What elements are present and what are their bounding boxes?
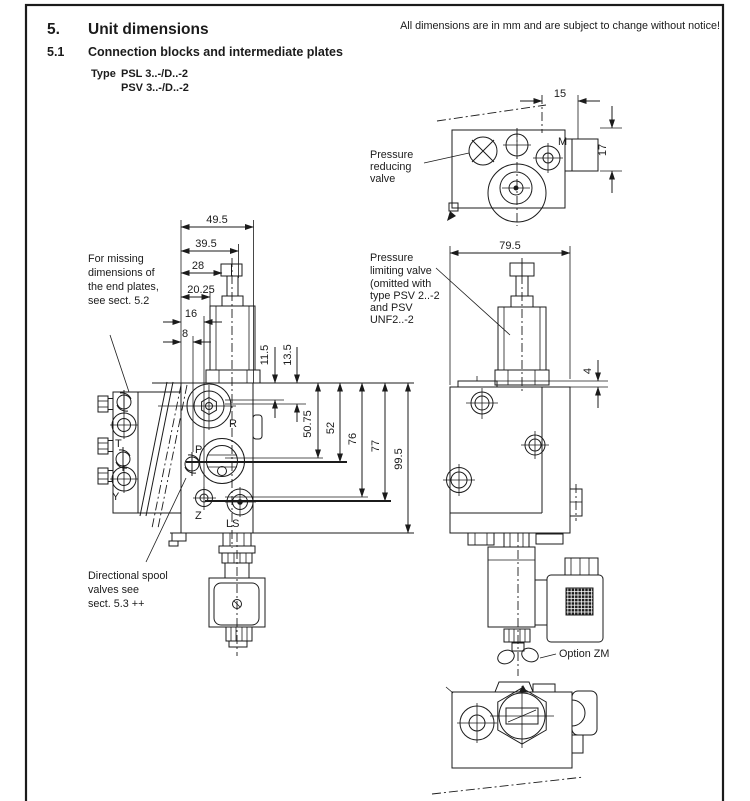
connector-housing: [546, 574, 604, 643]
dim-20-25: 20.25: [187, 284, 215, 296]
dim-28: 28: [192, 260, 204, 272]
directional-valves-note: Directional spool valves see sect. 5.3 +…: [88, 477, 187, 610]
bottom-side-tab: [571, 690, 598, 754]
port-z: Z: [193, 487, 216, 522]
dim-77: 77: [370, 440, 382, 452]
dim-8: 8: [182, 328, 188, 340]
svg-text:Pressure: Pressure: [370, 149, 413, 161]
port-r: R: [158, 383, 237, 430]
type-psv: PSV 3..-/D..-2: [121, 82, 189, 94]
svg-text:and PSV: and PSV: [370, 302, 413, 314]
leader-line: [109, 334, 130, 393]
subsection-number: 5.1: [47, 45, 64, 59]
section-number: 5.: [47, 21, 60, 38]
dim-side-plate: 4: [582, 368, 594, 374]
side-block: [443, 386, 583, 534]
leader-line: [539, 653, 557, 659]
port-label-m: M: [558, 136, 567, 148]
port-label-p: P: [195, 444, 202, 456]
svg-text:(omitted with: (omitted with: [370, 278, 431, 290]
top-view: 15 17 M Pressure reducing valve: [370, 88, 622, 226]
dim-52: 52: [325, 422, 337, 434]
dim-39-5: 39.5: [195, 238, 216, 250]
end-plate: T Y: [97, 381, 188, 529]
pressure-reducing-note: Pressure reducing valve: [370, 149, 470, 185]
dim-top-width: 15: [554, 88, 566, 100]
front-height-dims: 50.75 52 76 77 99.5: [186, 382, 411, 534]
break-lines: [139, 381, 188, 529]
front-offset-dims: 11.5 13.5: [225, 344, 306, 422]
clamp-symbol: [116, 389, 132, 415]
port-t: T: [110, 411, 138, 450]
dim-side-width: 79.5: [499, 240, 520, 252]
port-y: Y: [110, 465, 138, 503]
svg-text:Pressure: Pressure: [370, 252, 413, 264]
gauge-port-m: M: [533, 136, 567, 173]
leader-line: [145, 477, 187, 563]
svg-text:UNF2..-2: UNF2..-2: [370, 314, 414, 326]
header: 5. Unit dimensions 5.1 Connection blocks…: [47, 20, 720, 94]
svg-text:valves see: valves see: [88, 584, 139, 596]
dim-top-height: 17: [597, 144, 609, 156]
relief-valve-cartridge: [205, 258, 261, 548]
front-view: 49.5 39.5 28 20.25 16 8 11.5 13.5: [152, 214, 414, 656]
svg-text:valve: valve: [370, 173, 395, 185]
type-psl: PSL 3..-/D..-2: [121, 68, 188, 80]
port-label-y: Y: [112, 491, 120, 503]
end-plate-bolts: [97, 395, 114, 485]
bottom-view: [431, 681, 598, 795]
port-label-z: Z: [195, 510, 202, 522]
option-zm-label: Option ZM: [559, 648, 609, 660]
svg-text:reducing: reducing: [370, 161, 411, 173]
side-view: 79.5 4: [370, 240, 609, 676]
valve-body-top: [487, 128, 547, 226]
svg-text:the end plates,: the end plates,: [88, 281, 159, 293]
dim-50-75: 50.75: [302, 410, 314, 438]
dim-99-5: 99.5: [393, 448, 405, 469]
page-border: [24, 3, 725, 801]
svg-text:For missing: For missing: [88, 253, 144, 265]
pressure-reducing-valve-port: [468, 136, 498, 166]
port-ls: LS: [225, 487, 256, 530]
front-solenoid-valve: [208, 532, 266, 656]
svg-text:see sect. 5.2: see sect. 5.2: [88, 295, 149, 307]
bottom-port: [457, 703, 497, 743]
dim-13-5: 13.5: [282, 344, 294, 365]
dim-76: 76: [347, 433, 359, 445]
hex-plug: [490, 685, 554, 748]
pressure-limiting-valve: [494, 258, 550, 392]
option-zm-note: Option ZM: [539, 648, 609, 660]
pressure-limiting-note: Pressure limiting valve (omitted with ty…: [370, 252, 511, 336]
svg-text:limiting valve: limiting valve: [370, 265, 432, 277]
svg-text:type PSV 2..-2: type PSV 2..-2: [370, 290, 440, 302]
connector-grid: [565, 587, 594, 616]
port-label-r: R: [229, 418, 237, 430]
port-label-t: T: [115, 438, 122, 450]
side-solenoid-valve: [467, 532, 604, 676]
svg-text:sect. 5.3 ++: sect. 5.3 ++: [88, 598, 144, 610]
page-title: Unit dimensions: [88, 21, 209, 38]
missing-dims-note: For missing dimensions of the end plates…: [88, 253, 159, 393]
svg-text:Directional spool: Directional spool: [88, 570, 168, 582]
front-width-dims: 49.5 39.5 28 20.25 16 8: [163, 214, 254, 498]
leader-line: [435, 267, 511, 336]
leader-line: [423, 152, 470, 164]
connection-block: [152, 382, 414, 547]
subsection-title: Connection blocks and intermediate plate…: [88, 45, 343, 59]
dimensions-notice: All dimensions are in mm and are subject…: [400, 20, 720, 32]
dim-11-5: 11.5: [259, 345, 271, 366]
port-label-ls: LS: [226, 518, 239, 530]
dim-49-5: 49.5: [206, 214, 227, 226]
svg-text:dimensions of: dimensions of: [88, 267, 156, 279]
dim-16: 16: [185, 308, 197, 320]
type-label: Type: [91, 68, 116, 80]
